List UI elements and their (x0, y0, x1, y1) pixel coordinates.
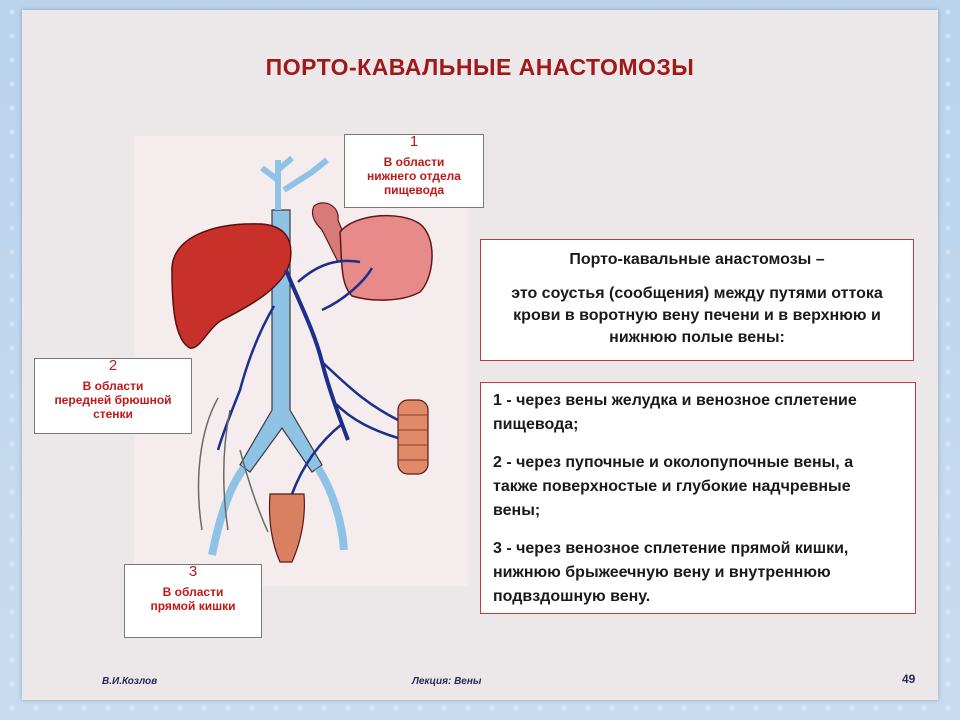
route-item: 1 - через вены желудка и венозное сплете… (493, 392, 857, 433)
definition-body: это соустья (сообщения) между путями отт… (511, 285, 883, 346)
vena-cava-shape (239, 209, 323, 473)
callout-number: 2 (108, 357, 118, 374)
stomach-shape (339, 214, 433, 301)
definition-heading: Порто-кавальные анастомозы – (569, 251, 825, 268)
footer-author: В.И.Козлов (102, 676, 158, 687)
footer-lecture: Лекция: Вены (412, 676, 482, 687)
iliac-vein-left (208, 465, 248, 556)
colon-segment (397, 399, 429, 475)
callout-text: В области передней брюшной стенки (54, 379, 172, 421)
rectum-shape (268, 493, 305, 563)
epigastric-veins (197, 397, 269, 533)
mesenteric-veins (290, 361, 399, 495)
liver-shape (171, 223, 292, 349)
route-item: 3 - через венозное сплетение прямой кишк… (493, 540, 849, 605)
callout-number: 1 (409, 133, 419, 150)
upper-vein-branches (260, 155, 329, 210)
gastric-veins (297, 259, 374, 312)
page-number: 49 (902, 672, 916, 686)
definition-box: Порто-кавальные анастомозы – это соустья… (480, 239, 914, 361)
route-item: 2 - через пупочные и околопупочные вены,… (493, 454, 854, 519)
callout-rectum: 3 В области прямой кишки (124, 564, 262, 638)
callout-text: В области прямой кишки (150, 585, 236, 613)
umbilical-veins (216, 305, 276, 451)
callout-abdominal-wall: 2 В области передней брюшной стенки (34, 358, 192, 434)
callout-number: 3 (188, 563, 198, 580)
portal-vein (284, 269, 350, 441)
callout-text: В области нижнего отдела пищевода (367, 155, 461, 197)
slide: ПОРТО-КАВАЛЬНЫЕ АНАСТОМОЗЫ 1 В области н… (22, 10, 938, 700)
anatomy-illustration (171, 155, 433, 563)
callout-esophagus: 1 В области нижнего отдела пищевода (344, 134, 484, 208)
slide-title: ПОРТО-КАВАЛЬНЫЕ АНАСТОМОЗЫ (265, 54, 695, 80)
anastomosis-routes-box: 1 - через вены желудка и венозное сплете… (480, 382, 916, 614)
iliac-vein-right (314, 465, 348, 551)
